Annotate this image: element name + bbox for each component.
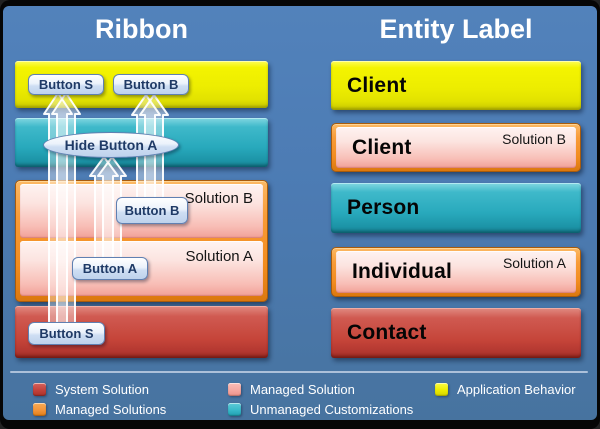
- entity-row-system: Contact: [331, 308, 581, 358]
- entity-row-solution-b: Client Solution B: [331, 123, 581, 172]
- entity-row-solution-a: Individual Solution A: [331, 247, 581, 297]
- legend-item-managed-solutions: Managed Solutions: [33, 402, 166, 417]
- entity-row-application-behavior: Client: [331, 61, 581, 110]
- legend-label: Managed Solutions: [55, 402, 167, 417]
- managed-solutions-swatch-icon: [33, 403, 46, 416]
- solution-a-box-label: Solution A: [185, 248, 253, 265]
- solution-b-box-label: Solution B: [184, 190, 253, 207]
- ribbon-column-title: Ribbon: [95, 14, 188, 44]
- legend-item-managed-solution: Managed Solution: [228, 382, 355, 397]
- legend-label: Managed Solution: [250, 382, 355, 397]
- system-solution-swatch-icon: [33, 383, 46, 396]
- application-behavior-swatch-icon: [435, 383, 448, 396]
- entity-label-solution-a: Individual: [352, 260, 453, 283]
- legend-item-application-behavior: Application Behavior: [435, 382, 576, 397]
- entity-label-system: Contact: [347, 321, 427, 344]
- entity-label-solution-b: Client: [352, 135, 412, 159]
- entity-solution-b-inner: Client Solution B: [336, 127, 576, 168]
- legend-item-system-solution: System Solution: [33, 382, 149, 397]
- entity-row-unmanaged: Person: [331, 183, 581, 233]
- entity-solution-a-tag: Solution A: [502, 255, 566, 271]
- unmanaged-customizations-swatch-icon: [228, 403, 241, 416]
- entity-label-column-title: Entity Label: [379, 14, 533, 44]
- legend-label: Unmanaged Customizations: [250, 402, 414, 417]
- legend-label: Application Behavior: [457, 382, 576, 397]
- legend-divider: [10, 371, 588, 373]
- entity-label-application: Client: [347, 73, 407, 97]
- entity-solution-a-inner: Individual Solution A: [336, 251, 576, 293]
- entity-solution-b-tag: Solution B: [502, 131, 566, 147]
- entity-label-unmanaged: Person: [347, 196, 420, 219]
- legend-item-unmanaged-customizations: Unmanaged Customizations: [228, 402, 413, 417]
- legend-label: System Solution: [55, 382, 149, 397]
- managed-solution-swatch-icon: [228, 383, 241, 396]
